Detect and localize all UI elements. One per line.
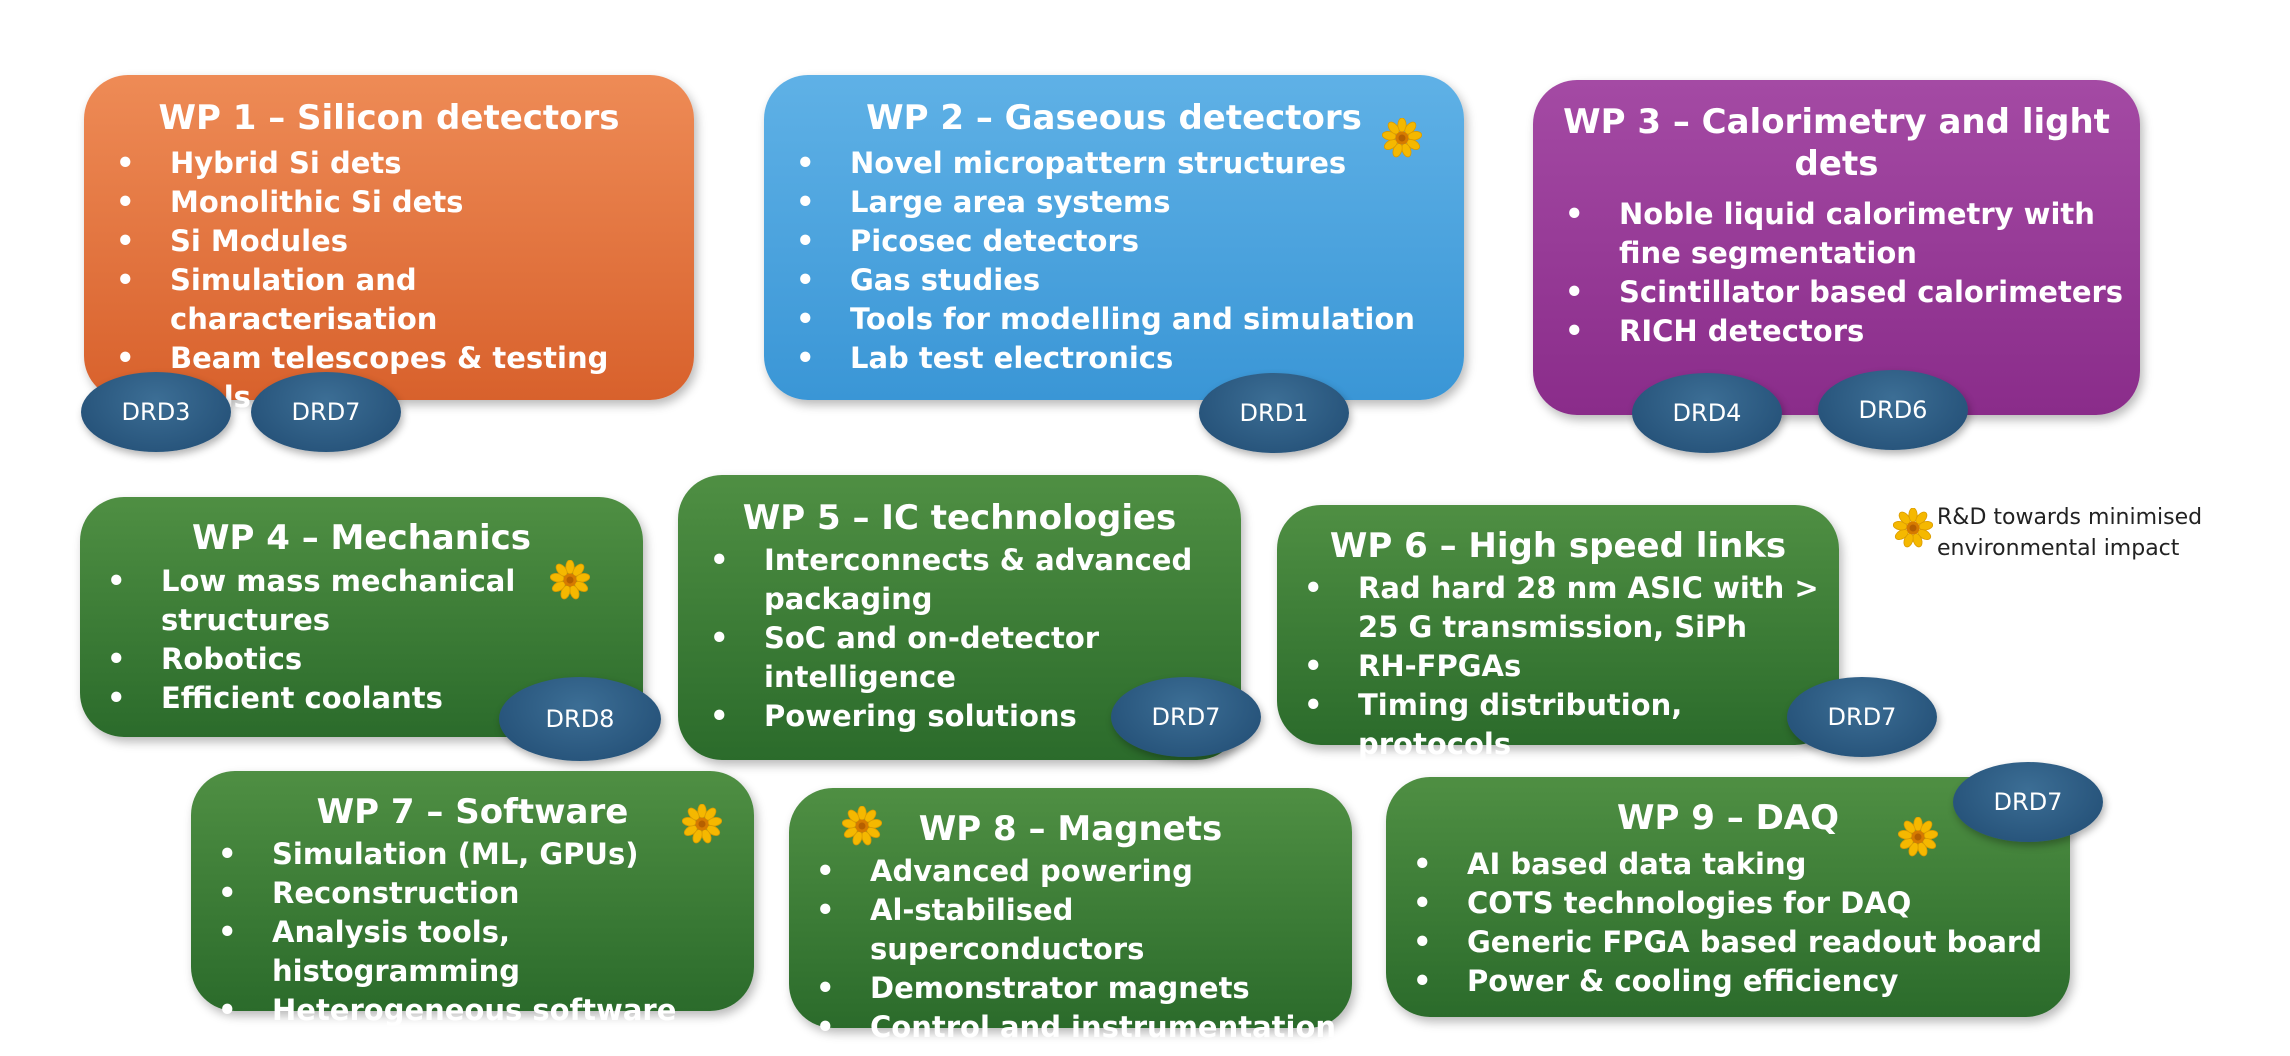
list-item: Demonstrator magnets	[814, 969, 1344, 1008]
list-item: Heterogeneous software	[216, 991, 746, 1030]
list-item: Monolithic Si dets	[114, 183, 694, 222]
wp7-title: WP 7 – Software	[316, 792, 629, 832]
drd-badge: DRD4	[1632, 373, 1782, 453]
flower-icon	[1382, 118, 1422, 158]
wp6-items: Rad hard 28 nm ASIC with > 25 G transmis…	[1302, 569, 1832, 764]
wp3-title: WP 3 – Calorimetry and light dets	[1563, 102, 2110, 184]
list-item: Noble liquid calorimetry with fine segme…	[1563, 195, 2128, 273]
list-item: Novel micropattern structures	[794, 144, 1454, 183]
wp4-title: WP 4 – Mechanics	[191, 518, 532, 558]
list-item: COTS technologies for DAQ	[1411, 884, 2061, 923]
list-item: Simulation and characterisation	[114, 261, 694, 339]
list-item: Reconstruction	[216, 874, 746, 913]
list-item: Power & cooling efficiency	[1411, 962, 2061, 1001]
flower-icon	[550, 560, 590, 600]
drd-badge: DRD6	[1818, 370, 1968, 450]
list-item: Simulation (ML, GPUs)	[216, 835, 746, 874]
wp8-items: Advanced powering Al-stabilised supercon…	[814, 852, 1344, 1047]
wp3-box: WP 3 – Calorimetry and light dets Noble …	[1533, 80, 2140, 415]
wp8-title: WP 8 – Magnets	[918, 809, 1223, 849]
wp8-box: WP 8 – Magnets Advanced powering Al-stab…	[789, 788, 1352, 1047]
drd-badge: DRD7	[1787, 677, 1937, 757]
wp2-box: WP 2 – Gaseous detectors Novel micropatt…	[764, 75, 1464, 400]
list-item: RH-FPGAs	[1302, 647, 1832, 686]
wp2-title: WP 2 – Gaseous detectors	[866, 98, 1362, 138]
flower-icon	[682, 804, 722, 844]
list-item: AI based data taking	[1411, 845, 2061, 884]
list-item: Robotics	[105, 640, 560, 679]
wp4-box: WP 4 – Mechanics Low mass mechanical str…	[80, 497, 643, 737]
wp9-items: AI based data taking COTS technologies f…	[1411, 845, 2061, 1001]
list-item: Scintillator based calorimeters	[1563, 273, 2128, 312]
drd-badge: DRD3	[81, 372, 231, 452]
legend-text: R&D towards minimised environmental impa…	[1937, 505, 2203, 561]
wp5-title: WP 5 – IC technologies	[742, 498, 1177, 538]
drd-badge: DRD7	[251, 372, 401, 452]
list-item: Hybrid Si dets	[114, 144, 694, 183]
list-item: RICH detectors	[1563, 312, 2128, 351]
list-item: Analysis tools, histogramming	[216, 913, 746, 991]
wp5-items: Interconnects & advanced packaging SoC a…	[708, 541, 1208, 736]
list-item: Tools for modelling and simulation	[794, 300, 1454, 339]
wp7-box: WP 7 – Software Simulation (ML, GPUs) Re…	[191, 771, 754, 1030]
wp3-items: Noble liquid calorimetry with fine segme…	[1563, 195, 2128, 351]
list-item: Picosec detectors	[794, 222, 1454, 261]
wp1-box: WP 1 – Silicon detectors Hybrid Si dets …	[84, 75, 694, 414]
list-item: Rad hard 28 nm ASIC with > 25 G transmis…	[1302, 569, 1832, 647]
wp6-box: WP 6 – High speed links Rad hard 28 nm A…	[1277, 505, 1839, 761]
drd-badge: DRD7	[1953, 762, 2103, 842]
list-item: Gas studies	[794, 261, 1454, 300]
wp1-items: Hybrid Si dets Monolithic Si dets Si Mod…	[114, 144, 694, 417]
flower-icon	[842, 806, 882, 846]
list-item: Low mass mechanical structures	[105, 562, 560, 640]
list-item: Generic FPGA based readout board	[1411, 923, 2061, 962]
drd-badge: DRD8	[499, 677, 661, 761]
flower-icon	[1893, 508, 1933, 548]
wp7-items: Simulation (ML, GPUs) Reconstruction Ana…	[216, 835, 746, 1030]
wp6-title: WP 6 – High speed links	[1329, 526, 1787, 566]
list-item: Interconnects & advanced packaging	[708, 541, 1208, 619]
wp2-items: Novel micropattern structures Large area…	[794, 144, 1454, 378]
list-item: Control and instrumentation	[814, 1008, 1344, 1047]
drd-badge: DRD1	[1199, 373, 1349, 453]
list-item: Efficient coolants	[105, 679, 560, 718]
list-item: SoC and on-detector intelligence	[708, 619, 1208, 697]
wp9-box: WP 9 – DAQ AI based data taking COTS tec…	[1386, 777, 2070, 1017]
drd-badge: DRD7	[1111, 677, 1261, 757]
wp9-title: WP 9 – DAQ	[1616, 798, 1840, 838]
list-item: Lab test electronics	[794, 339, 1454, 378]
list-item: Powering solutions	[708, 697, 1208, 736]
list-item: Advanced powering	[814, 852, 1344, 891]
list-item: Si Modules	[114, 222, 694, 261]
list-item: Al-stabilised superconductors	[814, 891, 1344, 969]
list-item: Timing distribution, protocols	[1302, 686, 1832, 764]
wp1-title: WP 1 – Silicon detectors	[158, 98, 620, 138]
list-item: Large area systems	[794, 183, 1454, 222]
flower-icon	[1898, 817, 1938, 857]
wp4-items: Low mass mechanical structures Robotics …	[105, 562, 560, 718]
